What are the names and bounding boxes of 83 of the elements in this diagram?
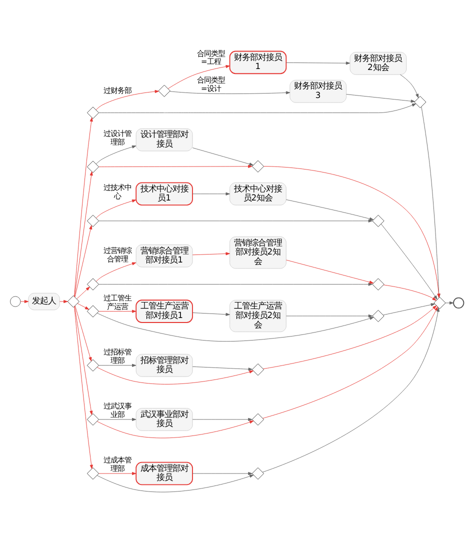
arrow [96,367,254,384]
node-diamond [86,413,100,426]
arrow [98,219,372,222]
node-box: 技术中心对接员2知会 [230,182,286,206]
node-box: 工管生产运营部对接员2知会 [230,300,286,332]
node-diamond [372,278,384,290]
arrow [74,171,93,297]
arrow [98,164,252,168]
arrow [74,117,93,297]
arrow [192,366,252,371]
arrow [98,418,136,421]
node-circle [10,296,21,307]
node-diamond [86,214,100,227]
arrow [74,306,93,415]
node-box: 设计管理部对接员 [136,128,193,152]
arrow [383,303,436,316]
arrow [192,418,252,421]
arrow [286,314,373,318]
arrow [98,364,136,367]
node-box: 财务部对接员1 [229,50,287,74]
arrow [74,306,92,362]
arrow [192,148,254,166]
arrow [96,262,136,282]
node-box: 技术中心对接员1 [136,182,193,206]
arrow [286,260,374,284]
arrow [77,303,90,310]
arrow [98,310,136,313]
arrow [96,145,136,164]
node-box: 财务部对接员2知会 [350,52,407,75]
node-diamond [372,310,384,322]
arrow [74,306,93,469]
node-circle [453,297,464,309]
node-diamond [252,160,264,172]
node-diamond [86,467,100,480]
node-box: 武汉事业部对接员 [136,408,193,431]
node-diamond [414,96,426,108]
arrow [74,225,92,298]
arrow [421,106,440,298]
node-box: 发起人 [28,292,60,310]
node-box: 营销综合管理部对接员1 [136,244,193,268]
arrow [98,282,372,286]
arrow [262,308,440,472]
arrow [262,305,437,370]
node-box: 工管生产运营部对接员1 [136,300,193,323]
arrow [262,306,438,419]
node-diamond [158,84,170,97]
arrow [168,65,230,89]
arrow [380,224,438,300]
node-box: 招标管理部对接员 [136,354,193,377]
arrow [96,312,374,342]
arrow [169,91,290,94]
node-diamond [67,295,80,308]
node-diamond [86,359,100,372]
arrow [96,90,160,110]
arrow [445,301,454,304]
node-diamond [372,214,384,227]
node-box: 财务部对接员3 [290,80,347,103]
arrow [400,74,419,98]
arrow [96,199,136,218]
node-diamond [252,467,264,480]
arrow [192,192,230,196]
node-diamond [86,106,100,119]
arrow [192,312,230,316]
arrow [96,474,254,492]
arrow [286,199,374,220]
node-diamond [86,305,100,318]
arrow [192,252,230,256]
arrow [286,62,350,65]
arrow [76,286,90,300]
arrow [98,104,416,114]
arrow [20,300,29,304]
arrow [383,284,436,301]
arrow [98,472,136,476]
node-diamond [86,160,100,173]
node-box: 成本管理部对接员 [136,462,193,486]
arrow [192,472,252,476]
node-diamond [252,364,264,376]
arrow [96,420,254,438]
node-diamond [252,413,264,426]
arrow [264,166,440,298]
arrow [346,94,416,103]
node-box: 营销综合管理部对接员2知会 [230,236,286,269]
arrow [60,300,68,304]
